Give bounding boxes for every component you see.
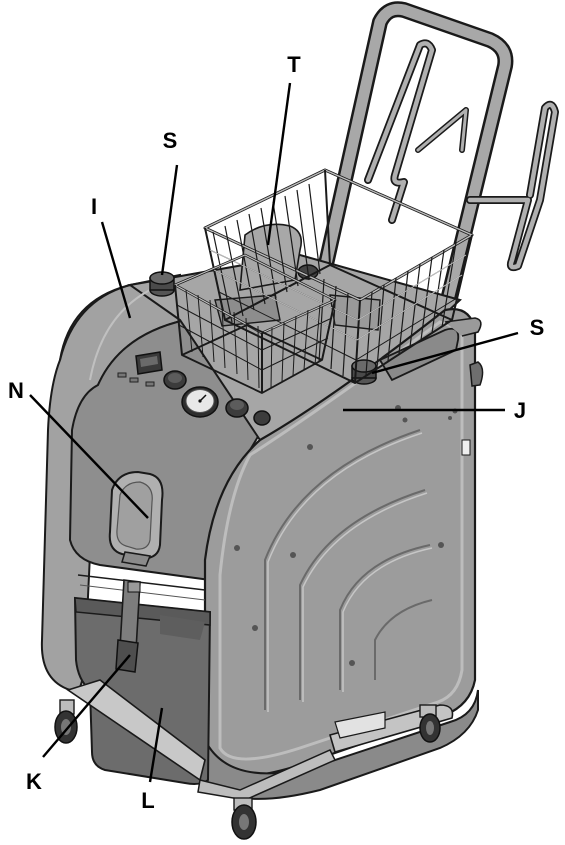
leader-i (100, 221, 132, 319)
castor-rear-right (419, 704, 441, 743)
wire-basket-large (203, 168, 474, 384)
control-knob-1 (163, 370, 187, 390)
leader-t (266, 82, 292, 246)
callout-labels: S T I S N J K L (8, 52, 544, 813)
leader-k (42, 654, 131, 758)
control-knob-3 (253, 410, 271, 426)
filler-cap-right (351, 359, 377, 385)
leader-l (148, 707, 164, 783)
panel-screw-holes (234, 405, 458, 666)
callout-k: K (26, 769, 42, 794)
callout-t: T (287, 52, 301, 77)
control-knob-2 (225, 398, 249, 418)
castor-front-right (231, 797, 257, 840)
control-panel (117, 351, 271, 426)
power-switch (135, 351, 163, 375)
callout-j: J (514, 398, 526, 423)
castor-wheels (54, 699, 441, 840)
leader-s-right (371, 331, 519, 375)
callout-s-top: S (163, 128, 178, 153)
callout-n: N (8, 378, 24, 403)
panel-arcs (264, 429, 433, 710)
wire-basket-small (173, 253, 337, 394)
pressure-gauge (181, 386, 219, 418)
leader-s-top (160, 164, 179, 276)
trolley-handle (310, 1, 559, 308)
indicator-lights (117, 372, 155, 387)
callout-i: I (91, 194, 97, 219)
callout-l: L (141, 788, 154, 813)
leader-lines (29, 82, 519, 783)
callout-s-right: S (530, 315, 545, 340)
leader-n (29, 394, 149, 519)
filler-cap-left (149, 271, 175, 297)
